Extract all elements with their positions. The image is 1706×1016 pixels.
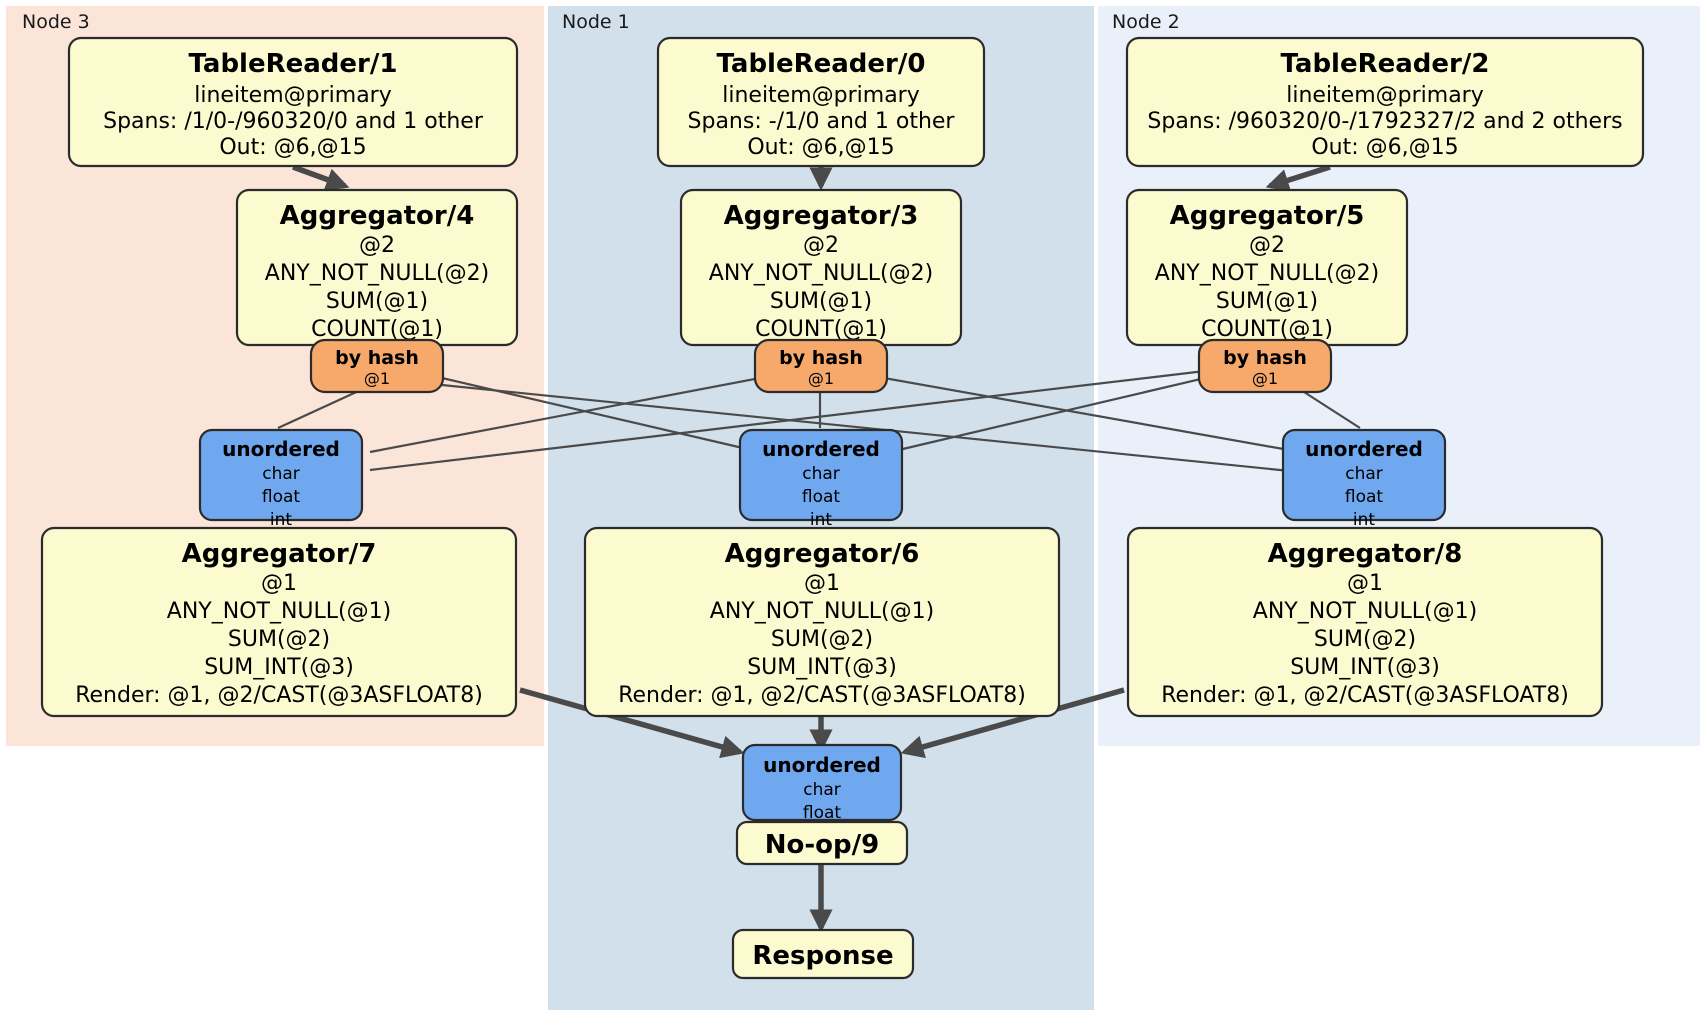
router-line-left-0: @1: [364, 369, 390, 388]
box-aggregator-6[interactable]: Aggregator/6 @1 ANY_NOT_NULL(@1) SUM(@2)…: [583, 526, 1061, 718]
box-line-aggregator-7-0: @1: [261, 571, 297, 596]
sync-title-final: unordered: [763, 753, 881, 777]
box-line-table-reader-0-1: Spans: -/1/0 and 1 other: [688, 109, 956, 134]
box-line-aggregator-8-1: ANY_NOT_NULL(@1): [1253, 599, 1477, 624]
sync-line-left-0: char: [262, 464, 300, 484]
router-by-hash-right[interactable]: by hash @1: [1197, 338, 1333, 394]
box-line-aggregator-6-0: @1: [804, 571, 840, 596]
box-title-response: Response: [752, 941, 893, 971]
router-title-center: by hash: [779, 347, 863, 369]
box-line-table-reader-2-0: lineitem@primary: [1286, 83, 1484, 108]
node-panel-label-node1: Node 1: [562, 11, 630, 33]
box-line-aggregator-6-4: Render: @1, @2/CAST(@3ASFLOAT8): [618, 683, 1026, 708]
box-aggregator-5[interactable]: Aggregator/5 @2 ANY_NOT_NULL(@2) SUM(@1)…: [1125, 188, 1409, 347]
box-table-reader-2[interactable]: TableReader/2 lineitem@primary Spans: /9…: [1125, 36, 1645, 168]
edge-router-right-to-sync-center: [889, 376, 1206, 454]
box-line-aggregator-7-4: Render: @1, @2/CAST(@3ASFLOAT8): [75, 683, 483, 708]
sync-line-right-1: float: [1345, 487, 1384, 507]
router-by-hash-center[interactable]: by hash @1: [753, 338, 889, 394]
box-title-aggregator-3: Aggregator/3: [724, 201, 919, 231]
router-line-center-0: @1: [808, 369, 834, 388]
box-line-aggregator-3-1: ANY_NOT_NULL(@2): [709, 261, 933, 286]
box-line-table-reader-1-1: Spans: /1/0-/960320/0 and 1 other: [103, 109, 484, 134]
synchronizer-unordered-left[interactable]: unordered char float int: [198, 428, 364, 530]
router-line-right-0: @1: [1252, 369, 1278, 388]
box-line-table-reader-0-0: lineitem@primary: [722, 83, 920, 108]
box-line-aggregator-3-3: COUNT(@1): [755, 317, 887, 342]
box-line-table-reader-1-2: Out: @6,@15: [219, 135, 366, 160]
box-title-aggregator-8: Aggregator/8: [1268, 539, 1463, 569]
box-line-table-reader-2-1: Spans: /960320/0-/1792327/2 and 2 others: [1147, 109, 1622, 134]
box-line-aggregator-6-2: SUM(@2): [771, 627, 873, 652]
sync-line-final-1: float: [803, 803, 842, 823]
sync-line-left-2: int: [270, 510, 292, 530]
box-line-aggregator-8-4: Render: @1, @2/CAST(@3ASFLOAT8): [1161, 683, 1569, 708]
router-by-hash-left[interactable]: by hash @1: [309, 338, 445, 394]
router-title-right: by hash: [1223, 347, 1307, 369]
box-table-reader-1[interactable]: TableReader/1 lineitem@primary Spans: /1…: [67, 36, 519, 168]
box-response[interactable]: Response: [731, 928, 915, 980]
node-panel-label-node2: Node 2: [1112, 11, 1180, 33]
edge-router-center-to-sync-left: [369, 376, 761, 454]
edge-tablereader1-to-aggregator4: [292, 164, 350, 191]
box-line-aggregator-4-2: SUM(@1): [326, 289, 428, 314]
box-aggregator-8[interactable]: Aggregator/8 @1 ANY_NOT_NULL(@1) SUM(@2)…: [1126, 526, 1604, 718]
box-line-aggregator-4-1: ANY_NOT_NULL(@2): [265, 261, 489, 286]
box-aggregator-3[interactable]: Aggregator/3 @2 ANY_NOT_NULL(@2) SUM(@1)…: [679, 188, 963, 347]
box-line-table-reader-2-2: Out: @6,@15: [1311, 135, 1458, 160]
synchronizer-unordered-right[interactable]: unordered char float int: [1281, 428, 1447, 530]
sync-line-center-1: float: [802, 487, 841, 507]
sync-line-center-0: char: [802, 464, 840, 484]
box-title-table-reader-1: TableReader/1: [189, 49, 398, 79]
sync-line-right-2: int: [1353, 510, 1375, 530]
box-line-table-reader-1-0: lineitem@primary: [194, 83, 392, 108]
box-line-aggregator-7-1: ANY_NOT_NULL(@1): [167, 599, 391, 624]
edge-tablereader2-to-aggregator5: [1265, 164, 1331, 192]
box-table-reader-0[interactable]: TableReader/0 lineitem@primary Spans: -/…: [656, 36, 986, 168]
box-line-aggregator-3-0: @2: [803, 233, 839, 258]
box-line-aggregator-8-0: @1: [1347, 571, 1383, 596]
box-line-aggregator-3-2: SUM(@1): [770, 289, 872, 314]
box-line-aggregator-6-3: SUM_INT(@3): [747, 655, 897, 680]
sync-title-right: unordered: [1305, 437, 1423, 461]
box-title-aggregator-6: Aggregator/6: [725, 539, 920, 569]
box-line-aggregator-7-2: SUM(@2): [228, 627, 330, 652]
sync-line-final-0: char: [803, 780, 841, 800]
box-title-noop-9: No-op/9: [765, 830, 879, 860]
box-line-aggregator-5-0: @2: [1249, 233, 1285, 258]
box-line-aggregator-5-2: SUM(@1): [1216, 289, 1318, 314]
box-line-table-reader-0-2: Out: @6,@15: [747, 135, 894, 160]
edge-aggregator7-to-sync-final: [519, 687, 745, 759]
edge-aggregator8-to-sync-final: [900, 687, 1125, 759]
sync-line-center-2: int: [810, 510, 832, 530]
box-line-aggregator-8-2: SUM(@2): [1314, 627, 1416, 652]
box-line-aggregator-6-1: ANY_NOT_NULL(@1): [710, 599, 934, 624]
sync-title-center: unordered: [762, 437, 880, 461]
box-title-table-reader-2: TableReader/2: [1281, 49, 1490, 79]
sync-line-right-0: char: [1345, 464, 1383, 484]
edge-router-center-to-sync-right: [883, 376, 1301, 454]
box-title-aggregator-5: Aggregator/5: [1170, 201, 1365, 231]
router-title-left: by hash: [335, 347, 419, 369]
box-title-aggregator-7: Aggregator/7: [182, 539, 377, 569]
box-line-aggregator-4-0: @2: [359, 233, 395, 258]
box-line-aggregator-5-3: COUNT(@1): [1201, 317, 1333, 342]
box-noop-9[interactable]: No-op/9: [735, 820, 909, 866]
box-title-aggregator-4: Aggregator/4: [280, 201, 475, 231]
box-title-table-reader-0: TableReader/0: [717, 49, 926, 79]
edge-router-right-to-sync-left: [369, 369, 1206, 472]
box-aggregator-7[interactable]: Aggregator/7 @1 ANY_NOT_NULL(@1) SUM(@2)…: [40, 526, 518, 718]
sync-title-left: unordered: [222, 437, 340, 461]
box-line-aggregator-5-1: ANY_NOT_NULL(@2): [1155, 261, 1379, 286]
sync-line-left-1: float: [262, 487, 301, 507]
box-line-aggregator-4-3: COUNT(@1): [311, 317, 443, 342]
box-aggregator-4[interactable]: Aggregator/4 @2 ANY_NOT_NULL(@2) SUM(@1)…: [235, 188, 519, 347]
synchronizer-unordered-final[interactable]: unordered char float: [741, 743, 903, 823]
edge-router-left-to-sync-right: [441, 383, 1301, 474]
box-line-aggregator-7-3: SUM_INT(@3): [204, 655, 354, 680]
box-line-aggregator-8-3: SUM_INT(@3): [1290, 655, 1440, 680]
node-panel-label-node3: Node 3: [22, 11, 90, 33]
synchronizer-unordered-center[interactable]: unordered char float int: [738, 428, 904, 530]
